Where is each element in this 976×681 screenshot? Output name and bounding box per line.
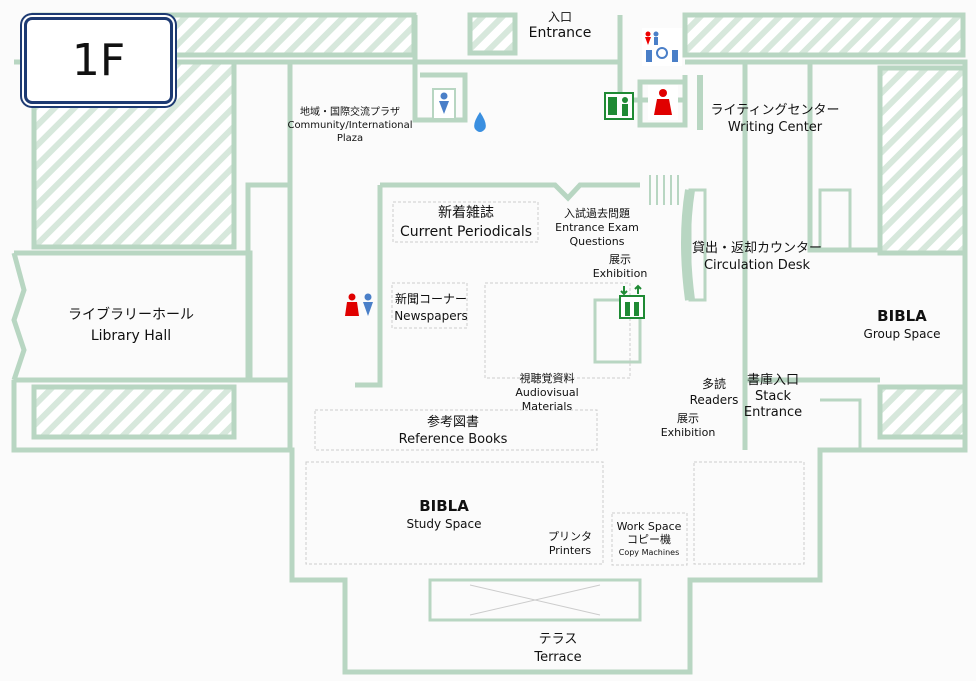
recycle-bin-sign-icon: [604, 92, 634, 124]
floor-badge: 1F: [24, 17, 173, 104]
water-fountain-icon: [472, 110, 488, 138]
restroom-icon: [344, 292, 378, 324]
restroom-multipurpose-icon: [642, 28, 682, 70]
elevator-icon: [618, 284, 646, 324]
male-restroom-icon: [432, 88, 456, 120]
female-restroom-icon: [648, 85, 678, 124]
